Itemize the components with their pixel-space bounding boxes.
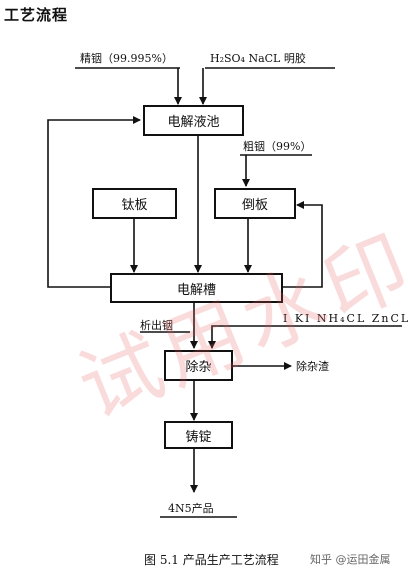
output-residue: 除杂渣 — [296, 360, 329, 373]
arrow-additives-to-impurity-removal — [208, 325, 270, 349]
box-electrolyte: 电解液池 — [143, 105, 244, 136]
figure-caption: 图 5.1 产品生产工艺流程 — [144, 553, 279, 567]
arrow-cell-to-cast-plate — [283, 201, 323, 288]
output-precipitated-indium: 析出铟 — [140, 319, 173, 332]
box-ingot-casting: 铸锭 — [164, 421, 233, 449]
arrow-cell-return-to-electrolyte — [47, 116, 141, 288]
box-titanium-plate: 钛板 — [92, 188, 177, 219]
source-credit: 知乎 @运田金属 — [310, 553, 391, 566]
page-heading: 工艺流程 — [4, 6, 69, 24]
output-product: 4N5产品 — [168, 502, 214, 515]
input-refined-indium: 精铟（99.995%） — [80, 52, 173, 65]
box-cast-plate: 倒板 — [214, 188, 296, 219]
box-impurity-removal: 除杂 — [164, 350, 233, 381]
input-reagents: H₂SO₄ NaCL 明胶 — [210, 52, 306, 65]
box-electrolytic-cell: 电解槽 — [110, 273, 283, 303]
input-crude-indium: 粗铟（99%） — [243, 140, 312, 153]
input-additives: I KI NH₄CL ZnCL — [283, 312, 408, 325]
